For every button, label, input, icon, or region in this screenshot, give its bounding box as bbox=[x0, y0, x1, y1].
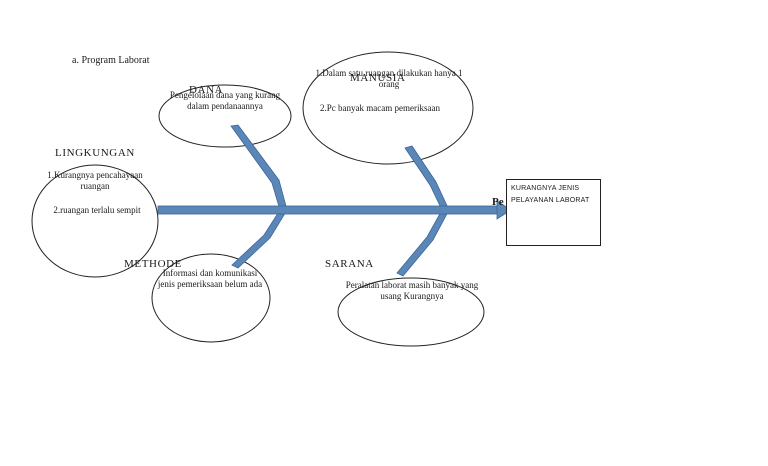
methode-heading: METHODE bbox=[124, 258, 182, 270]
manusia-item-2: 2.Pc banyak macam pemeriksaan bbox=[320, 103, 440, 113]
section-title: a. Program Laborat bbox=[72, 55, 150, 66]
spine-arrowhead bbox=[496, 200, 512, 220]
dana-heading: DANA bbox=[189, 84, 224, 96]
sarana-heading: SARANA bbox=[325, 258, 374, 270]
manusia-heading: MANUSIA bbox=[350, 72, 406, 84]
effect-box: KURANGNYA JENIS PELAYANAN LABORAT bbox=[506, 179, 601, 246]
sarana-item: Peralatan laborat masih banyak yang usan… bbox=[345, 280, 479, 301]
sarana-ellipse bbox=[337, 277, 485, 347]
dana-bone bbox=[230, 124, 288, 211]
fishbone-spine bbox=[157, 205, 504, 215]
methode-ellipse bbox=[151, 253, 271, 343]
spine-label-fragment: Pe bbox=[492, 196, 504, 208]
lingkungan-ellipse bbox=[31, 164, 159, 278]
methode-bone bbox=[231, 209, 288, 269]
manusia-item-1: 1.Dalam satu ruangan dilakukan hanya 1 o… bbox=[315, 68, 463, 89]
methode-item: Informasi dan komunikasi jenis pemeriksa… bbox=[157, 268, 263, 289]
manusia-bone bbox=[404, 145, 450, 211]
manusia-ellipse bbox=[302, 51, 474, 165]
lingkungan-item-2: 2.ruangan terlalu sempit bbox=[53, 205, 141, 215]
sarana-bone bbox=[396, 209, 450, 277]
lingkungan-item-1: 1.Kurangnya pencahayaan ruangan bbox=[47, 170, 143, 191]
dana-ellipse bbox=[158, 84, 292, 148]
lingkungan-heading: LINGKUNGAN bbox=[55, 147, 135, 159]
dana-item: Pengelolaan dana yang kurang dalam penda… bbox=[169, 90, 281, 111]
